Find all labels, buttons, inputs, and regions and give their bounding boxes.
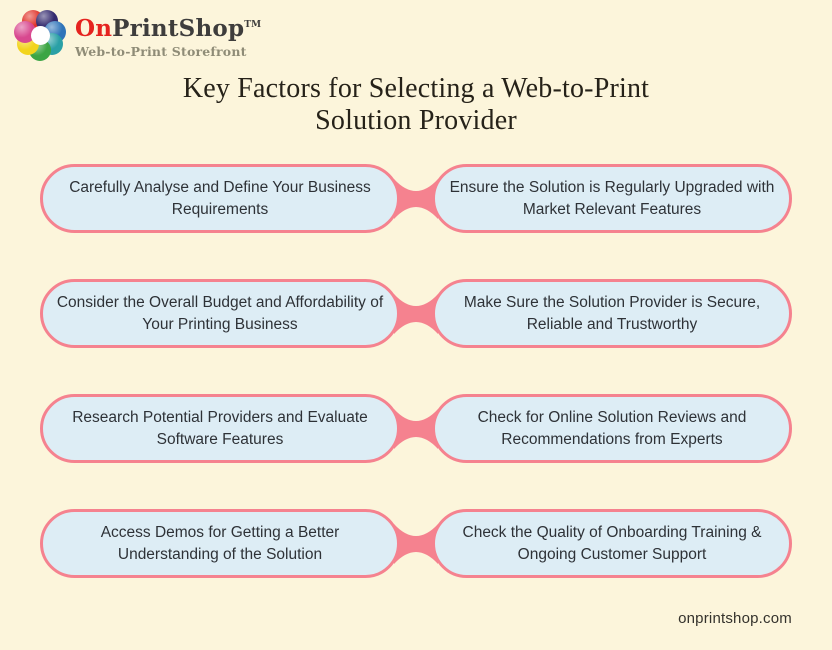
website-url: onprintshop.com xyxy=(678,610,792,627)
title-line-2: Solution Provider xyxy=(315,105,517,136)
brand-logo: OnPrintShopTM Web-to-Print Storefront xyxy=(14,8,261,62)
factor-row: Consider the Overall Budget and Affordab… xyxy=(40,279,792,348)
factor-pill-left: Carefully Analyse and Define Your Busine… xyxy=(40,164,400,233)
factor-text: Access Demos for Getting a Better Unders… xyxy=(100,523,340,563)
title-line-1: Key Factors for Selecting a Web-to-Print xyxy=(182,73,650,104)
factor-pill-left: Consider the Overall Budget and Affordab… xyxy=(40,279,400,348)
brand-prefix: On xyxy=(75,14,113,42)
factor-text: Carefully Analyse and Define Your Busine… xyxy=(69,178,371,218)
factor-pill-left: Research Potential Providers and Evaluat… xyxy=(40,394,400,463)
factor-text: Check the Quality of Onboarding Training… xyxy=(462,523,762,563)
factor-text: Make Sure the Solution Provider is Secur… xyxy=(463,293,761,333)
factor-pill-left: Access Demos for Getting a Better Unders… xyxy=(40,509,400,578)
connector-link xyxy=(394,408,438,449)
brand-tagline: Web-to-Print Storefront xyxy=(75,43,247,59)
brand-text: OnPrintShopTM Web-to-Print Storefront xyxy=(75,12,261,59)
factor-pill-right: Make Sure the Solution Provider is Secur… xyxy=(432,279,792,348)
trademark-symbol: TM xyxy=(244,19,262,30)
factors-diagram: Carefully Analyse and Define Your Busine… xyxy=(40,164,792,624)
factor-text: Check for Online Solution Reviews and Re… xyxy=(477,408,747,448)
connector-link xyxy=(394,293,438,334)
brand-name: OnPrintShopTM xyxy=(75,12,261,42)
factor-row: Access Demos for Getting a Better Unders… xyxy=(40,509,792,578)
page-title: Key Factors for Selecting a Web-to-Print… xyxy=(0,73,832,137)
factor-text: Research Potential Providers and Evaluat… xyxy=(72,408,368,448)
connector-link xyxy=(394,523,438,564)
brand-suffix: PrintShop xyxy=(112,14,245,42)
onprintshop-flower-icon xyxy=(14,8,66,62)
factor-text: Consider the Overall Budget and Affordab… xyxy=(56,293,384,333)
factor-pill-right: Check for Online Solution Reviews and Re… xyxy=(432,394,792,463)
factor-pill-right: Check the Quality of Onboarding Training… xyxy=(432,509,792,578)
factor-row: Carefully Analyse and Define Your Busine… xyxy=(40,164,792,233)
flower-center xyxy=(30,25,50,45)
connector-link xyxy=(394,178,438,219)
factor-pill-right: Ensure the Solution is Regularly Upgrade… xyxy=(432,164,792,233)
factor-text: Ensure the Solution is Regularly Upgrade… xyxy=(449,178,775,218)
factor-row: Research Potential Providers and Evaluat… xyxy=(40,394,792,463)
